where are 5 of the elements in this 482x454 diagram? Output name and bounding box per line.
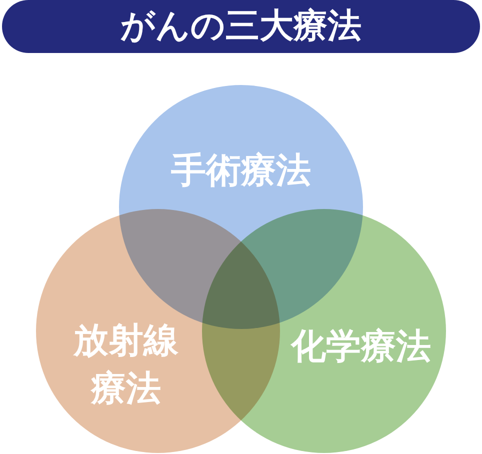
circle-label: 手術療法 (170, 150, 312, 193)
venn-circle (202, 209, 446, 453)
circle-label: 化学療法 (290, 326, 432, 369)
circle-label: 放射線療法 (72, 320, 180, 411)
title-banner: がんの三大療法 (2, 0, 480, 53)
